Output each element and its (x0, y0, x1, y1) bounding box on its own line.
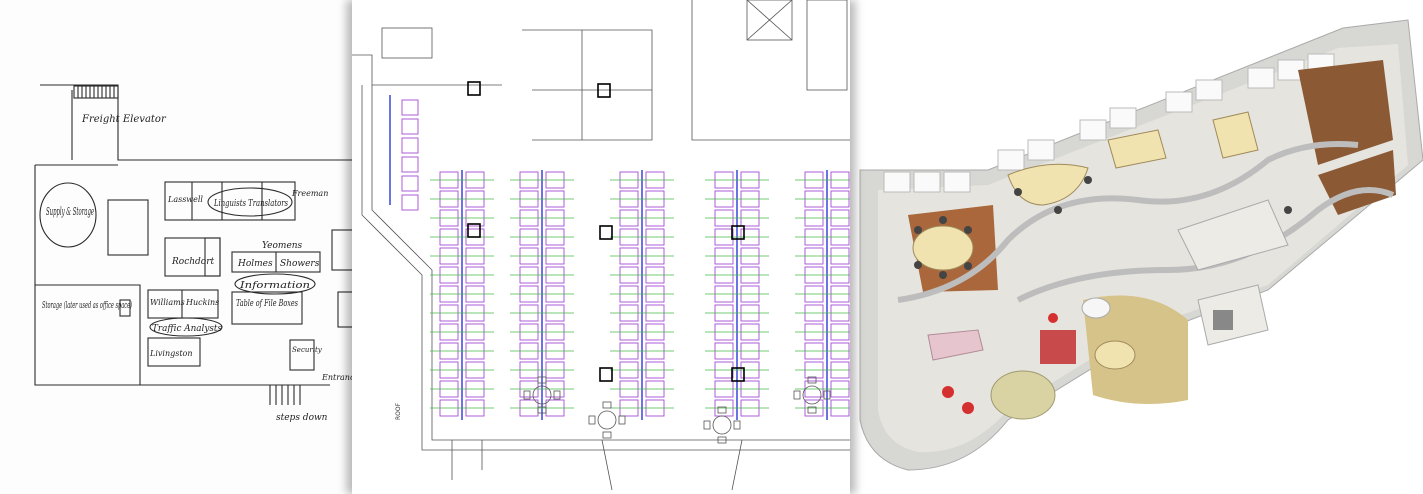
cad-marker (731, 367, 745, 382)
huckins-label: Huckins (185, 298, 219, 307)
holmes-label: Holmes (237, 259, 273, 269)
render-meeting-table (1007, 163, 1089, 206)
supply-label: Supply & Storage (46, 205, 94, 218)
render-lounge-floor (1083, 295, 1188, 404)
steps-hatch (269, 385, 301, 405)
cad-wall (352, 54, 850, 441)
linguists-oval (207, 187, 293, 217)
traffic-label: Traffic Analysts (152, 324, 222, 334)
cad-workstation (401, 175, 419, 192)
render-rug (990, 370, 1056, 420)
cad-marker (467, 81, 481, 96)
cad-workstation (401, 99, 419, 116)
linguists-label: Linguists Translators (213, 198, 288, 209)
cad-workstation (401, 137, 419, 154)
showers-label: Showers (280, 259, 320, 269)
cad-floorplan: ROOF (352, 0, 850, 491)
roof-label: ROOF (395, 402, 402, 420)
entrance-label: Entrance (321, 373, 352, 382)
render-red-sofa (1040, 330, 1076, 364)
table-files-label: Table of File Boxes (236, 299, 298, 309)
yeomens-label: Yeomens (262, 241, 303, 251)
render-floor (878, 44, 1408, 453)
cad-round-table (597, 410, 617, 430)
hand-sketch-panel: Freight Elevator Supply & Storage Lasswe… (0, 0, 352, 494)
cad-round-table (712, 415, 732, 435)
supply-cabinet (107, 199, 149, 256)
render-curved-wall (897, 141, 1359, 303)
cad-elevator (746, 0, 793, 41)
cad-round-table (532, 385, 552, 405)
sketch-wall (40, 84, 352, 161)
security-label: Security (292, 346, 323, 354)
supply-oval (39, 182, 97, 248)
render-windows (883, 53, 1335, 193)
cad-conference-table (381, 27, 433, 59)
cad-workstations (389, 81, 850, 444)
desk-cluster (164, 181, 296, 221)
cad-wall (361, 85, 850, 451)
render-office-wood (1298, 60, 1393, 165)
williams-label: Williams (150, 298, 185, 307)
steps-label: steps down (276, 413, 328, 423)
cad-panel: ROOF (352, 0, 850, 494)
security-booth (289, 339, 315, 371)
file-boxes-table (231, 291, 303, 325)
freight-elevator-label: Freight Elevator (81, 114, 167, 125)
cad-marker (597, 83, 611, 98)
rochdort-label: Rochdort (171, 257, 215, 267)
sketch-wall (34, 165, 330, 386)
cad-wall (522, 29, 653, 141)
freeman-label: Freeman (291, 189, 328, 198)
cad-wall (691, 0, 850, 141)
3d-floorplan-render (859, 19, 1423, 471)
livingston-label: Livingston (149, 349, 193, 358)
freight-elevator-hatch (73, 85, 119, 99)
storage-label: Storage (later used as office space) (42, 300, 132, 311)
information-oval (234, 273, 316, 295)
cad-round-table (802, 385, 822, 405)
cad-marker (599, 367, 613, 382)
cad-workstation (401, 118, 419, 135)
render-panel (848, 0, 1423, 494)
render-conference-table (912, 225, 974, 271)
cad-workstation (401, 194, 419, 211)
information-label: Information (239, 281, 311, 291)
cad-marker (599, 225, 613, 240)
render-reception-desk (927, 329, 984, 361)
sketch-floorplan: Freight Elevator Supply & Storage Lasswe… (34, 84, 352, 423)
cad-marker (731, 225, 745, 240)
cad-marker (467, 223, 481, 238)
cad-workstation (401, 156, 419, 173)
lasswell-label: Lasswell (167, 195, 203, 204)
